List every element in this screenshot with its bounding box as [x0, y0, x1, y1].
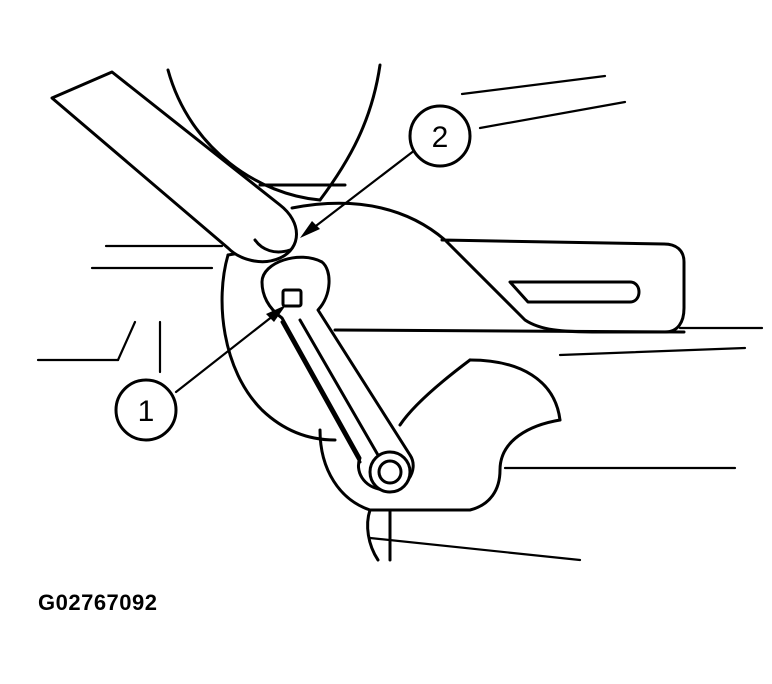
figure-id: G02767092 — [38, 590, 158, 615]
callout-1: 1 — [114, 378, 178, 442]
upper-housing — [166, 63, 382, 202]
lever-arm — [260, 255, 415, 494]
callout-1-label: 1 — [138, 395, 155, 428]
lower-frame — [318, 418, 562, 562]
arrowhead-1 — [266, 305, 286, 322]
tool-handle — [50, 70, 298, 264]
callout-2: 2 — [408, 104, 472, 168]
leader-lines — [174, 148, 417, 394]
mounting-bracket — [290, 201, 686, 427]
callout-2-label: 2 — [432, 121, 449, 154]
background-lines — [36, 74, 764, 562]
arrowhead-2 — [300, 221, 320, 238]
